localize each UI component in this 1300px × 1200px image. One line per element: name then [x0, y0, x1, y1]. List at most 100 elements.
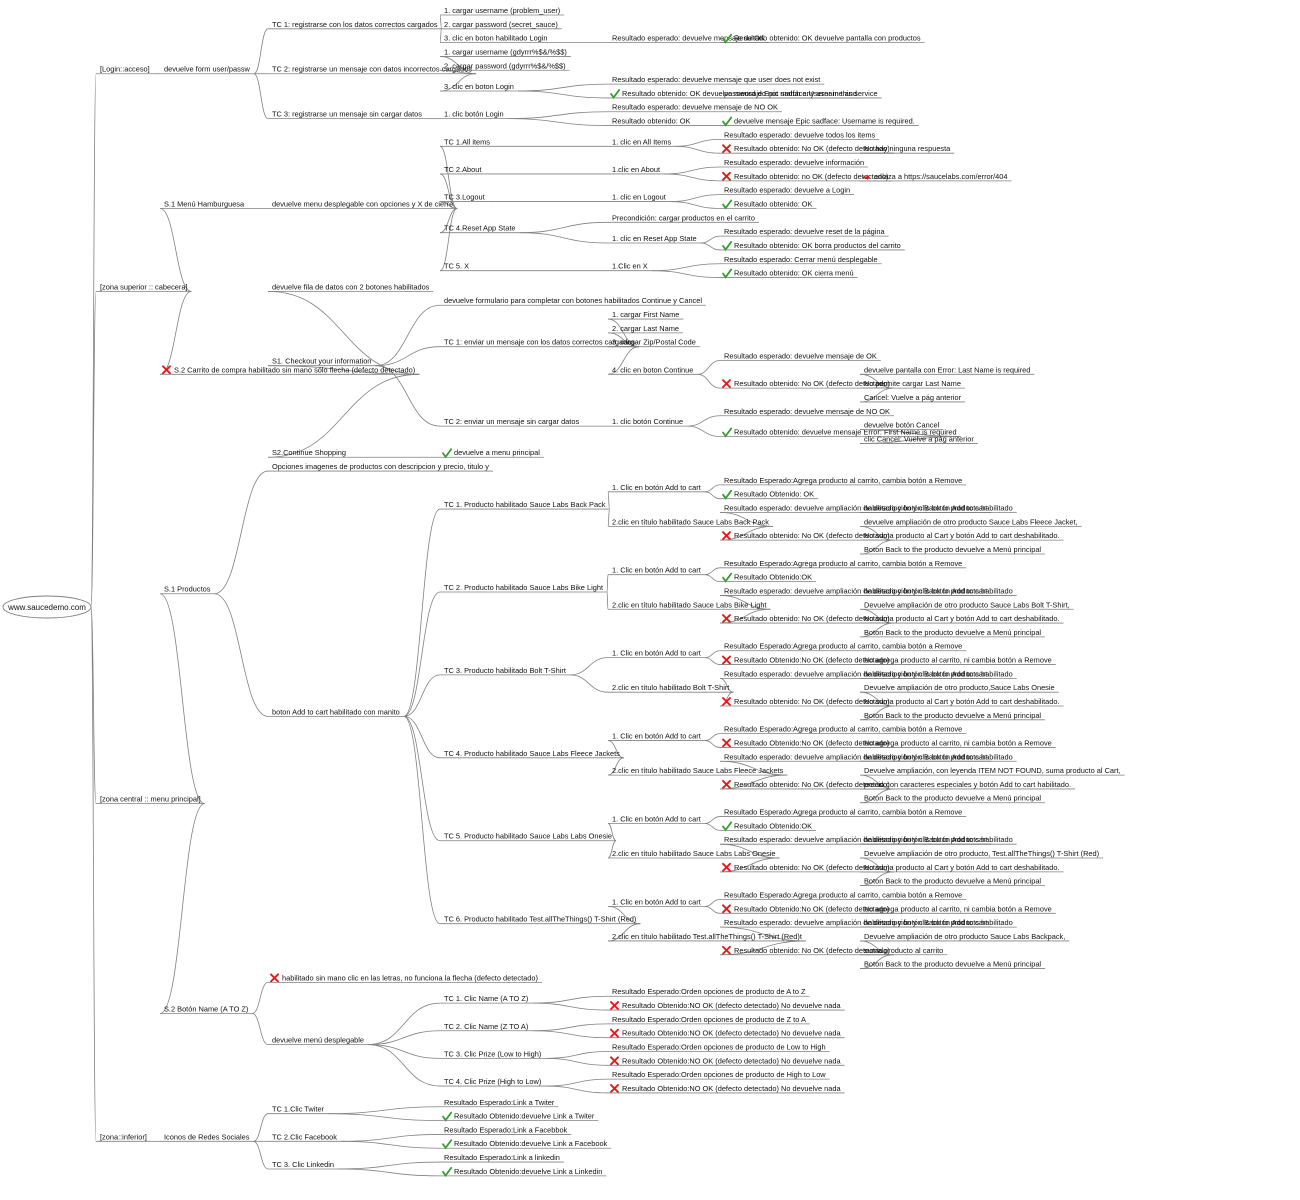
- node-resultado-obtenido-no-ok-defecto-detecta: Resultado Obtenido:NO OK (defecto detect…: [608, 1056, 845, 1066]
- node-label: No suma producto al Cart y botón Add to …: [864, 697, 1060, 706]
- node-resultado-obtenido-ok: Resultado obtenido: OK: [720, 199, 817, 210]
- cross-icon: [610, 1056, 619, 1066]
- node-habilitado-y-boton-back-to-products-habi: habilitado y botón Back to products habi…: [860, 835, 1017, 845]
- node-label: Resultado Esperado:Agrega producto al ca…: [724, 559, 962, 568]
- node-precio-con-caracteres-especiales-y-boton: precio con caracteres especiales y botón…: [860, 780, 1076, 790]
- node-tc-1-clic-name-a-to-z: TC 1. Clic Name (A TO Z): [440, 994, 533, 1004]
- node-enlaza-a-https-saucelabs-com-error-404: enlaza a https://saucelabs.com/error/404: [860, 172, 1012, 182]
- node-tc-2-registrarse-un-mensaje-con-datos-in: TC 2: registrarse un mensaje con datos i…: [268, 65, 477, 75]
- node-label: [Login::acceso]: [100, 65, 150, 74]
- connector: [328, 1113, 441, 1121]
- node-label: 1. cargar username (problem_user): [444, 6, 560, 15]
- node-label: TC 3. Clic Linkedin: [272, 1160, 334, 1169]
- check-icon: [610, 89, 621, 100]
- node-login-acceso: [Login::acceso]: [96, 65, 154, 75]
- node-resultado-esperado-cerrar-menu-desplegab: Resultado esperado: Cerrar menú desplega…: [720, 255, 882, 265]
- node-resultado-esperado-agrega-producto-al-ca: Resultado Esperado:Agrega producto al ca…: [720, 559, 967, 569]
- connector: [607, 840, 617, 859]
- node-tc-2-clic-facebook: TC 2.Clic Facebook: [268, 1132, 341, 1142]
- connector: [403, 715, 441, 759]
- node-resultado-esperado-devuelve-informacion: Resultado esperado: devuelve información: [720, 158, 869, 168]
- node-label: 1. Clic en botón Add to cart: [612, 732, 701, 741]
- node-label: Resultado esperado: devuelve información: [724, 158, 864, 167]
- node-2-clic-en-titulo-habilitado-sauce-labs-f: 2.clic en título habilitado Sauce Labs F…: [608, 766, 788, 776]
- node-1-cargar-username-gdyrrr: 1. cargar username (gdyrrr%$&/%$$): [440, 47, 571, 57]
- node-label: S2.Continue Shopping: [272, 448, 346, 457]
- connector: [675, 138, 721, 147]
- connector: [375, 304, 441, 367]
- node-devuelve-boton-cancel: devuelve botón Cancel: [860, 421, 944, 431]
- connector: [664, 166, 721, 175]
- node-label: 1. Clic en botón Add to cart: [612, 897, 701, 906]
- node-habilitado-y-boton-back-to-products-habi: habilitado y botón Back to products habi…: [860, 752, 1017, 762]
- node-resultado-esperado-devuelve-mensaje-que-: Resultado esperado: devuelve mensaje que…: [608, 75, 825, 85]
- node-label: Resultado esperado: devuelve mensaje que…: [612, 75, 820, 84]
- node-label: 2. cargar password (gdyrrr%$&/%$$): [444, 61, 566, 70]
- node-label: S.1 Productos: [164, 585, 211, 594]
- node-label: Resultado Obtenido:NO OK (defecto detect…: [622, 1029, 841, 1038]
- connector: [606, 591, 609, 610]
- node-label: 2.clic en título habilitado Sauce Labs L…: [612, 849, 776, 858]
- node-label: Resultado esperado: devuelve todos los i…: [724, 130, 875, 139]
- connector: [403, 715, 441, 925]
- node-label: TC 4. Producto habilitado Sauce Labs Fle…: [444, 749, 620, 758]
- node-precondicion-cargar-productos-en-el-carr: Precondición: cargar productos en el car…: [608, 213, 759, 223]
- node-cancel-vuelve-a-pag-anterior: Cancel: Vuelve a pág anterior: [860, 393, 966, 403]
- node-boton-back-to-the-producto-devuelve-a-me: Boton Back to the producto devuelve a Me…: [860, 794, 1046, 804]
- connector: [704, 574, 721, 583]
- connector: [545, 1085, 609, 1094]
- connector: [507, 118, 609, 126]
- node-boton-back-to-the-producto-devuelve-a-me: Boton Back to the producto devuelve a Me…: [860, 960, 1046, 969]
- node-label: 4. clic en boton Continue: [612, 365, 693, 374]
- node-label: Resultado obtenido: No OK (defecto detec…: [734, 697, 890, 706]
- connector: [159, 593, 205, 805]
- check-icon: [722, 489, 733, 500]
- node-devuelve-a-menu-principal: devuelve a menu principal: [440, 448, 544, 459]
- connector: [267, 373, 420, 458]
- node-label: Resultado esperado: devuelve mensaje de …: [612, 103, 778, 112]
- node-s1-checkout-your-information: S1. Checkout your information: [268, 357, 376, 367]
- root-ellipse: [2, 595, 92, 619]
- node-label: 1. clic en Logout: [612, 193, 666, 202]
- node-tc-6-producto-habilitado-test-allthethin: TC 6. Producto habilitado Test.allTheThi…: [440, 915, 641, 925]
- node-label: 1. clic en All Items: [612, 137, 671, 146]
- node-resultado-esperado-agrega-producto-al-ca: Resultado Esperado:Agrega producto al ca…: [720, 642, 967, 652]
- node-label: habilitado y botón Back to products habi…: [864, 669, 1013, 678]
- node-3-cargar-zip-postal-code: 3. cargar Zip/Postal Code: [608, 338, 700, 348]
- node-2-clic-en-titulo-habilitado-sauce-labs-b: 2.clic en título habilitado Sauce Labs B…: [608, 517, 773, 527]
- node-label: habilitado sin mano clic en las letras, …: [282, 973, 538, 982]
- node-label: 1. clic botón Login: [444, 110, 504, 119]
- node-tc-3-registrarse-un-mensaje-sin-cargar-d: TC 3: registrarse un mensaje sin cargar …: [268, 110, 426, 120]
- node-devuelve-ampliacion-de-otro-producto-tes: Devuelve ampliación de otro producto, Te…: [860, 849, 1104, 859]
- node-label: enlaza a https://saucelabs.com/error/404: [874, 172, 1008, 181]
- arrow-right-icon: [863, 174, 870, 181]
- cross-icon: [610, 1028, 619, 1038]
- node-resultado-esperado-orden-opciones-de-pro: Resultado Esperado:Orden opciones de pro…: [608, 1043, 830, 1052]
- cross-icon: [722, 779, 731, 789]
- connector: [704, 899, 721, 907]
- cross-icon: [722, 904, 731, 914]
- connector: [214, 593, 269, 717]
- node-zona-superior-cabecera: [zona superior :: cabecera]: [96, 282, 192, 292]
- node-label: password do not match any user in this s…: [724, 89, 878, 98]
- node-label: [zona superior :: cabecera]: [100, 282, 188, 291]
- node-resultado-esperado-devuelve-a-login: Resultado esperado: devuelve a Login: [720, 186, 855, 196]
- node-resultado-obtenido-ok: Resultado Obtenido:OK: [720, 573, 817, 583]
- node-label: Resultado esperado: devuelve a Login: [724, 186, 850, 195]
- node-label: TC 2.About: [444, 165, 481, 174]
- node-tc-2-producto-habilitado-sauce-labs-bike: TC 2. Producto habilitado Sauce Labs Bik…: [440, 583, 607, 593]
- connector: [159, 291, 192, 375]
- connector: [545, 1078, 609, 1087]
- node-label: No agrega producto al carrito, ni cambia…: [864, 738, 1052, 747]
- node-1-clic-boton-continue: 1. clic botón Continue: [608, 417, 688, 427]
- node-resultado-esperado-link-a-facebbok: Resultado Esperado:Link a Facebbok: [440, 1125, 572, 1135]
- root-label: www.saucedemo.com: [7, 603, 86, 612]
- node-1-clic-en-boton-add-to-cart: 1. Clic en botón Add to cart: [608, 732, 705, 741]
- check-icon: [722, 268, 733, 279]
- node-1-clic-en-boton-add-to-cart: 1. Clic en botón Add to cart: [608, 483, 705, 493]
- connector: [607, 508, 610, 527]
- node-habilitado-sin-mano-clic-en-las-letras-n: habilitado sin mano clic en las letras, …: [268, 973, 542, 983]
- node-label: 2. cargar Last Name: [612, 324, 679, 333]
- node-no-suma-producto-al-cart-y-boton-add-to-: No suma producto al Cart y botón Add to …: [860, 531, 1064, 541]
